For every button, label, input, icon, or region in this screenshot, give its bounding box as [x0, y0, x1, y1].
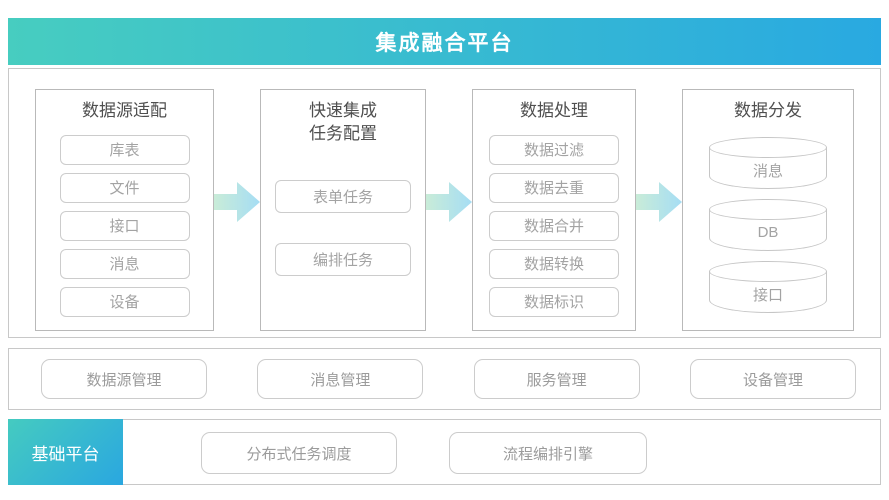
pipeline-panel: 数据源适配 库表 文件 接口 消息 设备 快速集成 任务配置 表单任务 编排任务	[8, 68, 881, 338]
platform-header-banner: 集成融合平台	[8, 18, 881, 65]
cylinder-interface: 接口	[709, 260, 827, 313]
column-title-quick-integration: 快速集成 任务配置	[309, 101, 377, 143]
node-data-filter: 数据过滤	[489, 134, 619, 165]
node-data-dedup: 数据去重	[489, 172, 619, 203]
column-title-data-distribution: 数据分发	[734, 101, 802, 120]
task-config-items: 表单任务 编排任务	[261, 179, 425, 276]
column-quick-integration-task-config: 快速集成 任务配置 表单任务 编排任务	[260, 89, 426, 331]
data-processing-items: 数据过滤 数据去重 数据合并 数据转换 数据标识	[473, 134, 635, 317]
button-process-orchestration-engine: 流程编排引擎	[449, 432, 647, 474]
cylinder-message: 消息	[709, 136, 827, 189]
cylinder-db: DB	[709, 198, 827, 251]
node-db-table: 库表	[59, 134, 190, 165]
column-data-processing: 数据处理 数据过滤 数据去重 数据合并 数据转换 数据标识	[472, 89, 636, 331]
node-data-merge: 数据合并	[489, 210, 619, 241]
data-source-items: 库表 文件 接口 消息 设备	[36, 134, 213, 317]
node-orchestration-task: 编排任务	[275, 242, 411, 276]
button-datasource-management: 数据源管理	[41, 359, 207, 399]
data-distribution-items: 消息 DB 接口	[683, 136, 853, 313]
base-platform-label: 基础平台	[8, 419, 123, 485]
button-distributed-task-scheduler: 分布式任务调度	[201, 432, 397, 474]
node-data-label: 数据标识	[489, 286, 619, 317]
base-platform-panel: 基础平台 分布式任务调度 流程编排引擎	[8, 419, 881, 485]
node-interface: 接口	[59, 210, 190, 241]
flow-arrow-icon	[214, 182, 260, 222]
column-data-distribution: 数据分发 消息 DB 接口	[682, 89, 854, 331]
button-service-management: 服务管理	[473, 359, 640, 399]
flow-arrow-icon	[426, 182, 472, 222]
flow-arrow-icon	[636, 182, 682, 222]
column-title-data-source-adaptation: 数据源适配	[82, 101, 167, 120]
node-file: 文件	[59, 172, 190, 203]
button-message-management: 消息管理	[257, 359, 424, 399]
cylinder-top-ellipse	[709, 260, 827, 282]
node-device: 设备	[59, 286, 190, 317]
platform-title: 集成融合平台	[375, 31, 514, 55]
cylinder-top-ellipse	[709, 136, 827, 158]
column-data-source-adaptation: 数据源适配 库表 文件 接口 消息 设备	[35, 89, 214, 331]
button-device-management: 设备管理	[689, 359, 856, 399]
column-title-data-processing: 数据处理	[520, 101, 588, 120]
node-message: 消息	[59, 248, 190, 279]
node-form-task: 表单任务	[275, 179, 411, 213]
cylinder-top-ellipse	[709, 198, 827, 220]
management-panel: 数据源管理 消息管理 服务管理 设备管理	[8, 348, 881, 410]
node-data-transform: 数据转换	[489, 248, 619, 279]
